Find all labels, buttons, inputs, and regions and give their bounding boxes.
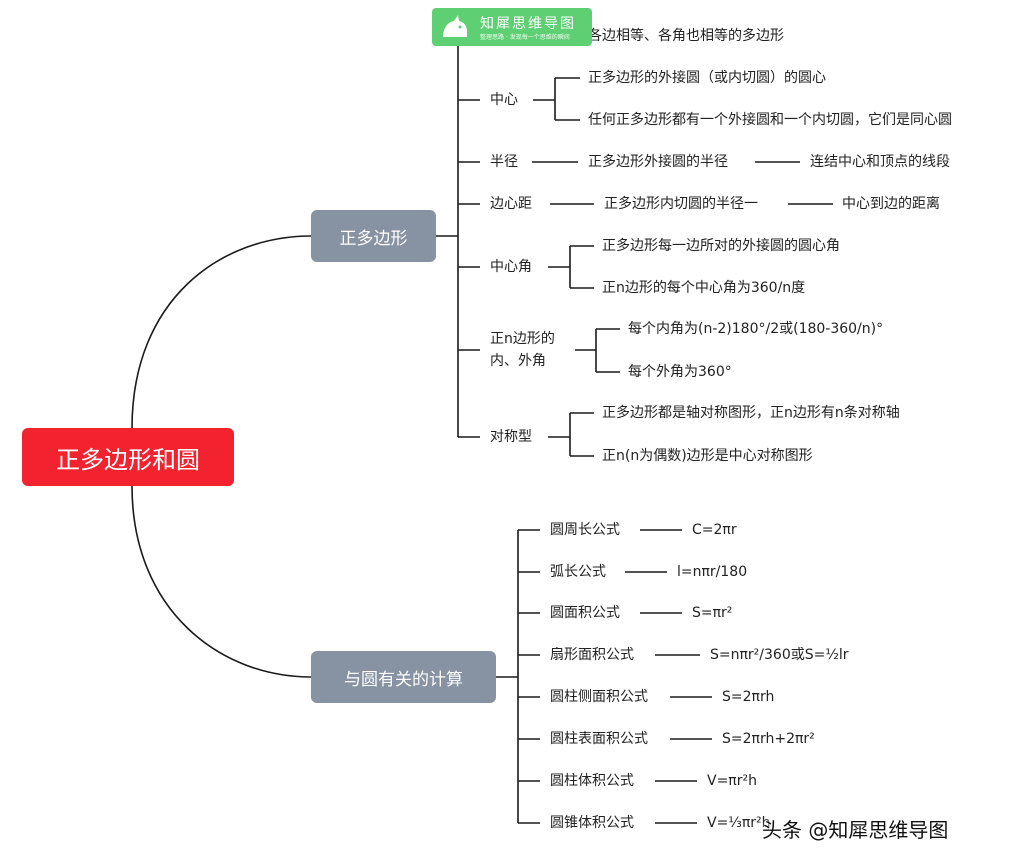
node-definition-desc: 各边相等、各角也相等的多边形 [588,28,784,44]
formula-name: 圆周长公式 [550,522,620,538]
branch-circle-calculation: 与圆有关的计算 [311,651,496,703]
formula-value: S=nπr²/360或S=½lr [710,647,849,663]
node-angles-desc-1: 每个内角为(n-2)180°/2或(180-360/n)° [628,321,884,337]
connector-root-branch1 [131,235,312,429]
node-apothem-desc-2: 中心到边的距离 [842,196,940,212]
formula-value: l=nπr/180 [677,564,748,580]
logo-badge: 知犀思维导图 整理思路 · 发现每一个思维的瞬间 [432,8,592,46]
node-radius-desc-2: 连结中心和顶点的线段 [810,154,950,170]
logo-name: 知犀思维导图 [480,16,576,32]
logo-slogan: 整理思路 · 发现每一个思维的瞬间 [480,34,570,41]
formula-value: V=⅓πr²h [707,815,771,831]
formula-value: C=2πr [692,522,737,538]
formula-value: S=2πrh+2πr² [722,731,815,747]
formula-name: 圆锥体积公式 [550,815,634,831]
node-angles-desc-2: 每个外角为360° [628,364,732,380]
formula-name: 弧长公式 [550,564,606,580]
node-central-angle-desc-1: 正多边形每一边所对的外接圆的圆心角 [602,238,840,254]
node-center-desc-2: 任何正多边形都有一个外接圆和一个内切圆，它们是同心圆 [588,112,952,128]
connector-root-branch2 [131,485,312,678]
formula-name: 圆柱体积公式 [550,773,634,789]
formula-name: 圆面积公式 [550,605,620,621]
node-symmetry: 对称型 [490,429,532,445]
formula-value: V=πr²h [707,773,757,789]
node-radius: 半径 [490,154,518,170]
formula-value: S=πr² [692,605,733,621]
node-center-desc-1: 正多边形的外接圆（或内切圆）的圆心 [588,70,826,86]
node-apothem-desc-1: 正多边形内切圆的半径一 [604,196,758,212]
node-central-angle-desc-2: 正n边形的每个中心角为360/n度 [602,280,806,296]
node-radius-desc-1: 正多边形外接圆的半径 [588,154,728,170]
node-symmetry-desc-1: 正多边形都是轴对称图形，正n边形有n条对称轴 [602,405,900,421]
formula-value: S=2πrh [722,689,775,705]
formula-name: 圆柱表面积公式 [550,731,648,747]
root-node: 正多边形和圆 [22,428,234,486]
formula-name: 扇形面积公式 [550,647,634,663]
node-apothem: 边心距 [490,196,532,212]
branch-regular-polygon: 正多边形 [311,210,436,262]
node-angles-line2: 内、外角 [490,353,546,369]
node-angles-line1: 正n边形的 [490,331,555,347]
watermark: 头条 @知犀思维导图 [762,818,949,842]
node-center: 中心 [490,92,518,108]
node-central-angle: 中心角 [490,259,532,275]
node-symmetry-desc-2: 正n(n为偶数)边形是中心对称图形 [602,448,813,464]
formula-name: 圆柱侧面积公式 [550,689,648,705]
rhino-icon [443,15,467,37]
